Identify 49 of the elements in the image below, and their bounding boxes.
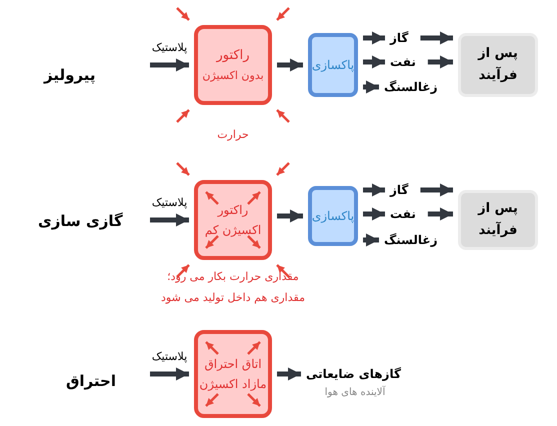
box-text: پاکسازی [312, 58, 354, 72]
product-label: زغالسنگ [384, 80, 438, 94]
arrow [363, 184, 385, 196]
process-title: گازی سازی [38, 212, 123, 230]
arrow [428, 208, 453, 220]
arrow [420, 184, 453, 196]
arrow [420, 32, 453, 44]
arrow [277, 58, 303, 72]
arrow [277, 368, 301, 380]
box-text: پاکسازی [312, 209, 354, 223]
reactor-title: راکتور [218, 203, 248, 217]
product-label: نفت [390, 55, 416, 69]
post-process-box [458, 190, 538, 250]
reactor-condition: مازاد اکسیژن [199, 377, 267, 391]
arrow [363, 32, 385, 44]
purification-box [308, 186, 358, 246]
arrow [277, 210, 303, 222]
condition-note: حرارت [216, 127, 250, 143]
product-label: گاز [390, 31, 408, 45]
edge-label: پلاستیک [150, 196, 188, 209]
product-label: گاز [390, 183, 408, 197]
arrow [150, 368, 189, 380]
note-text: آلاینده های هوا [324, 387, 387, 398]
reactor-title: اتاق احتراق [204, 357, 262, 371]
edge-label: پلاستیک [150, 350, 188, 363]
post-process-box [458, 33, 538, 97]
reactor-box [194, 180, 272, 260]
process-title: احتراق [66, 372, 116, 390]
output-label: گازهای ضایعاتی [306, 367, 401, 381]
reactor-title: راکتور [216, 48, 250, 63]
arrow [363, 80, 379, 94]
product-label: نفت [390, 207, 416, 221]
purification-box [308, 33, 358, 97]
arrow [363, 234, 379, 246]
arrow [150, 58, 189, 72]
arrow [363, 208, 385, 220]
reactor-condition: اکسیژن کم [204, 223, 262, 237]
reactor-box [194, 330, 272, 418]
box-text: پس از فرآیند [476, 200, 519, 240]
process-title: پیرولیز [44, 66, 96, 84]
box-text: پس از فرآیند [476, 44, 519, 85]
arrow [363, 56, 385, 68]
arrow [428, 56, 453, 68]
condition-note: مقداری حرارت بکار می رود؛ مقداری هم داخل تولید می شود [160, 269, 306, 306]
edge-label: پلاستیک [150, 41, 188, 54]
reactor-condition: بدون اکسیژن [202, 69, 264, 82]
reactor-box [194, 25, 272, 105]
product-label: زغالسنگ [384, 233, 438, 247]
arrow [150, 214, 189, 226]
